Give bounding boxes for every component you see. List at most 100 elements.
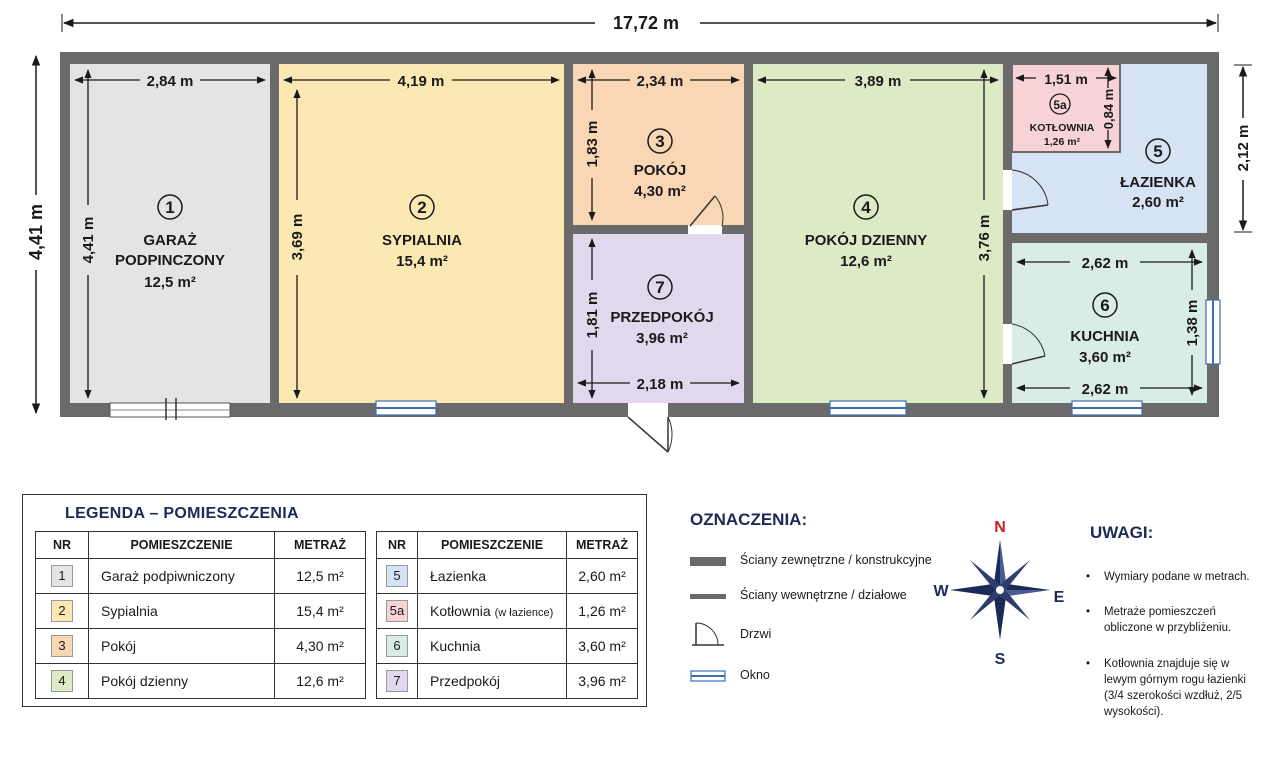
room-5a-kotlownia[interactable] bbox=[1012, 64, 1120, 152]
label-room-1: 1 GARAŻ PODPINCZONY 12,5 m² bbox=[115, 194, 225, 291]
svg-text:7: 7 bbox=[655, 278, 664, 297]
svg-text:1: 1 bbox=[165, 198, 174, 217]
compass-n: N bbox=[994, 519, 1006, 536]
door-kuchnia bbox=[1003, 323, 1046, 365]
legend-room-name: Garaż podpiwniczony bbox=[88, 558, 275, 594]
svg-text:15,4 m²: 15,4 m² bbox=[396, 253, 448, 270]
symbol-door-label: Drzwi bbox=[740, 627, 772, 641]
label-room-3: 3 POKÓJ 4,30 m² bbox=[634, 128, 686, 200]
svg-text:1,81 m: 1,81 m bbox=[584, 292, 601, 339]
label-room-5: 5 ŁAZIENKA 2,60 m² bbox=[1120, 138, 1196, 211]
window-sypialnia bbox=[375, 400, 437, 416]
symbol-outer-wall: Ściany zewnętrzne / konstrukcyjne bbox=[690, 553, 932, 572]
note-bullet: • bbox=[1086, 606, 1091, 618]
legend-room-name: Kuchnia bbox=[417, 628, 567, 664]
legend-swatch: 4 bbox=[51, 670, 73, 692]
label-room-5a: 5a KOTŁOWNIA 1,26 m² bbox=[1030, 93, 1095, 148]
room-2-sypialnia[interactable] bbox=[279, 64, 564, 403]
legend-row: 5a Kotłownia (w łazience) 1,26 m² bbox=[376, 593, 638, 629]
legend-header-area: METRAŻ bbox=[274, 531, 366, 559]
legend-header-nr: NR bbox=[376, 531, 418, 559]
legend-panel: LEGENDA – POMIESZCZENIA NR POMIESZCZENIE… bbox=[22, 494, 647, 707]
svg-text:2,62 m: 2,62 m bbox=[1082, 381, 1129, 398]
dim-dzienny: 3,89 m 3,76 m bbox=[757, 69, 999, 399]
symbol-inner-wall-label: Ściany wewnętrzne / działowe bbox=[740, 588, 907, 602]
room-4-pokoj-dzienny[interactable] bbox=[753, 64, 1003, 403]
legend-row: 6 Kuchnia 3,60 m² bbox=[376, 628, 638, 664]
room-6-kuchnia[interactable] bbox=[1012, 243, 1207, 403]
legend-room-name: Sypialnia bbox=[88, 593, 275, 629]
legend-table-right: NR POMIESZCZENIE METRAŻ 5 Łazienka 2,60 … bbox=[376, 531, 638, 699]
dim-total-height-label: 4,41 m bbox=[26, 204, 46, 260]
legend-swatch: 5a bbox=[386, 600, 408, 622]
dim-total-height: 4,41 m bbox=[26, 54, 46, 415]
svg-text:5: 5 bbox=[1153, 142, 1162, 161]
legend-header-name: POMIESZCZENIE bbox=[417, 531, 567, 559]
svg-text:2,60 m²: 2,60 m² bbox=[1132, 194, 1184, 211]
window-icon bbox=[690, 670, 726, 682]
window-garage bbox=[109, 398, 231, 420]
inner-wall-symbol bbox=[690, 594, 726, 599]
room-7-przedpokoj[interactable] bbox=[573, 234, 744, 403]
svg-text:4: 4 bbox=[861, 198, 871, 217]
compass-w: W bbox=[933, 583, 949, 600]
legend-room-name: Pokój bbox=[88, 628, 275, 664]
svg-text:3,89 m: 3,89 m bbox=[855, 73, 902, 90]
legend-room-name: Łazienka bbox=[417, 558, 567, 594]
svg-text:ŁAZIENKA: ŁAZIENKA bbox=[1120, 174, 1196, 191]
legend-room-area: 12,6 m² bbox=[274, 663, 366, 699]
room-3-pokoj[interactable] bbox=[573, 64, 744, 225]
legend-room-area: 1,26 m² bbox=[566, 593, 638, 629]
svg-text:2,18 m: 2,18 m bbox=[637, 376, 684, 393]
legend-room-name-text: Kotłownia bbox=[430, 603, 491, 619]
door-pokoj bbox=[688, 195, 724, 234]
legend-header-nr: NR bbox=[35, 531, 89, 559]
dim-total-width-label: 17,72 m bbox=[613, 13, 679, 33]
compass-s: S bbox=[995, 651, 1006, 668]
svg-text:0,84 m: 0,84 m bbox=[1101, 89, 1116, 129]
note-text: Kotłownia znajduje się w lewym górnym ro… bbox=[1104, 658, 1246, 718]
dim-right-top: 2,12 m bbox=[1234, 64, 1252, 233]
legend-swatch: 3 bbox=[51, 635, 73, 657]
door-entrance bbox=[627, 403, 673, 453]
legend-row: 3 Pokój 4,30 m² bbox=[35, 628, 366, 664]
symbol-window: Okno bbox=[690, 668, 770, 687]
label-room-4: 4 POKÓJ DZIENNY 12,6 m² bbox=[805, 194, 928, 270]
legend-table-left: NR POMIESZCZENIE METRAŻ 1 Garaż podpiwni… bbox=[35, 531, 366, 699]
svg-text:6: 6 bbox=[1100, 296, 1109, 315]
svg-text:3,60 m²: 3,60 m² bbox=[1079, 349, 1131, 366]
svg-text:KUCHNIA: KUCHNIA bbox=[1070, 328, 1139, 345]
legend-room-area: 3,60 m² bbox=[566, 628, 638, 664]
symbols-title: OZNACZENIA: bbox=[690, 510, 808, 529]
svg-text:POKÓJ DZIENNY: POKÓJ DZIENNY bbox=[805, 231, 928, 249]
room-1-garaz[interactable] bbox=[70, 64, 270, 403]
svg-text:3,96 m²: 3,96 m² bbox=[636, 330, 688, 347]
legend-room-name: Pokój dzienny bbox=[88, 663, 275, 699]
legend-row: 4 Pokój dzienny 12,6 m² bbox=[35, 663, 366, 699]
svg-text:1,26 m²: 1,26 m² bbox=[1044, 136, 1081, 148]
legend-room-area: 3,96 m² bbox=[566, 663, 638, 699]
svg-text:2,84 m: 2,84 m bbox=[147, 73, 194, 90]
kotlownia-wall bbox=[1011, 63, 1121, 153]
legend-room-name: Kotłownia (w łazience) bbox=[417, 593, 567, 629]
door-lazienka bbox=[1003, 169, 1049, 211]
svg-text:4,30 m²: 4,30 m² bbox=[634, 183, 686, 200]
svg-text:1,38 m: 1,38 m bbox=[1184, 300, 1201, 347]
dim-przedpokoj: 1,81 m 2,18 m bbox=[577, 238, 740, 399]
svg-text:2,62 m: 2,62 m bbox=[1082, 255, 1129, 272]
legend-swatch: 6 bbox=[386, 635, 408, 657]
label-room-2: 2 SYPIALNIA 15,4 m² bbox=[382, 194, 462, 270]
legend-swatch: 2 bbox=[51, 600, 73, 622]
svg-text:5a: 5a bbox=[1053, 98, 1067, 112]
svg-text:PODPINCZONY: PODPINCZONY bbox=[115, 252, 225, 269]
svg-text:3,69 m: 3,69 m bbox=[289, 214, 306, 261]
note-text: Wymiary podane w metrach. bbox=[1104, 571, 1250, 583]
symbol-door: Drzwi bbox=[690, 619, 771, 652]
legend-header-area: METRAŻ bbox=[566, 531, 638, 559]
svg-text:12,5 m²: 12,5 m² bbox=[144, 274, 196, 291]
dim-pokoj: 2,34 m 1,83 m bbox=[577, 69, 740, 221]
symbol-inner-wall: Ściany wewnętrzne / działowe bbox=[690, 588, 907, 607]
legend-swatch: 1 bbox=[51, 565, 73, 587]
legend-room-area: 15,4 m² bbox=[274, 593, 366, 629]
svg-text:2,34 m: 2,34 m bbox=[637, 73, 684, 90]
